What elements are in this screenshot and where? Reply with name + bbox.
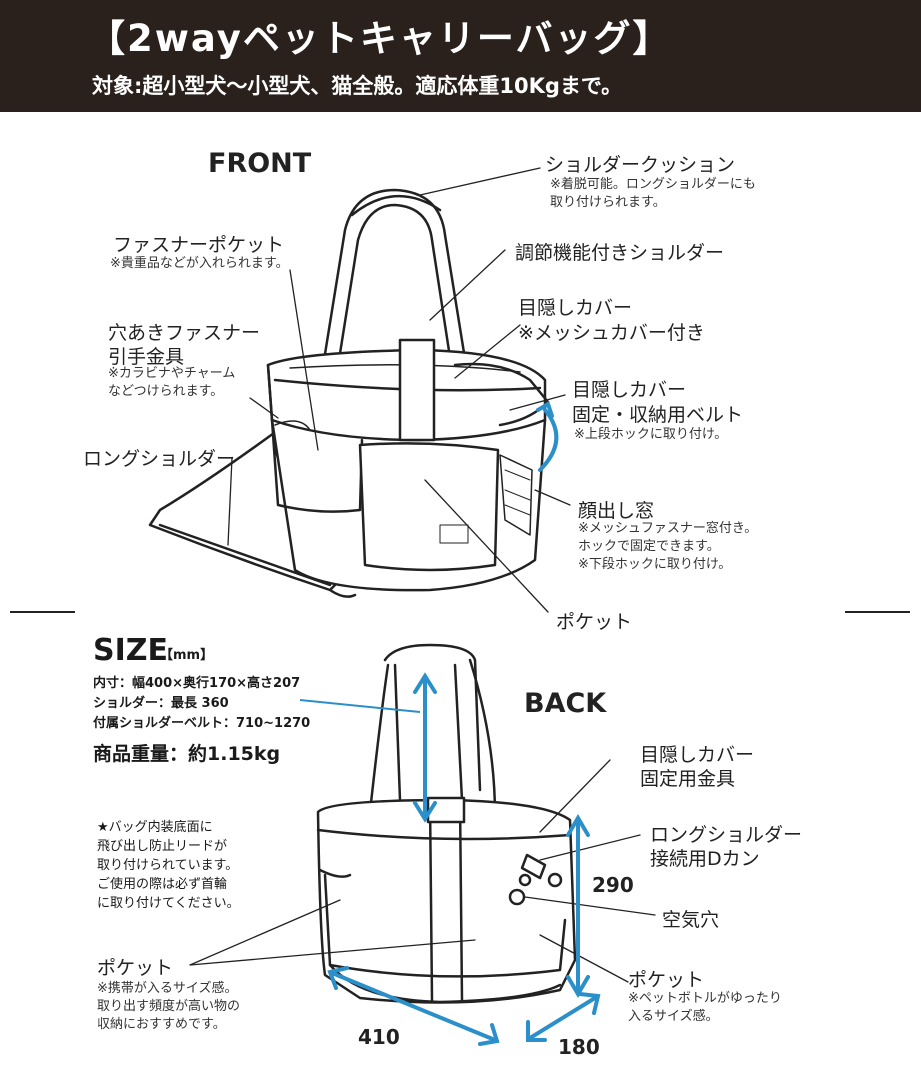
label-face-window: 顔出し窓 (578, 500, 655, 522)
leader-lines (189, 167, 656, 983)
notice-line: ★バッグ内装底面に (97, 820, 213, 835)
label-pocket-left: ポケット (97, 957, 174, 979)
label-blind-cover: 目隠しカバー (518, 297, 633, 319)
size-unit: 【mm】 (160, 648, 214, 663)
note-face-window-2: ホックで固定できます。 (578, 539, 720, 554)
size-belt: 付属ショルダーベルト：710~1270 (93, 716, 311, 731)
note-zipper-pull-2: などつけられます。 (108, 384, 224, 399)
note-pocket-left-2: 取り出す頻度が高い物の (97, 999, 241, 1014)
notice-line: 取り付けられています。 (97, 858, 239, 873)
size-shoulder: ショルダー：最長 360 (93, 696, 229, 711)
label-zipper-pull-1: 穴あきファスナー (108, 322, 261, 344)
header-banner: 【2wayペットキャリーバッグ】 対象:超小型犬〜小型犬、猫全般。適応体重10K… (0, 0, 921, 112)
label-pocket-front: ポケット (556, 611, 633, 633)
front-heading: FRONT (208, 148, 312, 179)
label-pocket-right: ポケット (628, 969, 705, 991)
label-adjustable-shoulder: 調節機能付きショルダー (515, 242, 725, 264)
product-weight: 商品重量：約1.15kg (93, 743, 281, 765)
label-cover-fitting-2: 固定用金具 (640, 768, 736, 790)
notice-line: ご使用の際は必ず首輪 (97, 877, 228, 892)
notice-block: ★バッグ内装底面に 飛び出し防止リードが 取り付けられています。 ご使用の際は必… (97, 818, 240, 913)
notice-line: 飛び出し防止リードが (97, 839, 228, 854)
label-zipper-pocket: ファスナーポケット (113, 234, 285, 256)
label-shoulder-cushion: ショルダークッション (545, 154, 736, 176)
note-blind-cover: ※メッシュカバー付き (518, 322, 705, 344)
dim-width: 410 (358, 1025, 400, 1049)
size-heading: SIZE (93, 633, 169, 668)
dimension-arrows (327, 401, 601, 1046)
note-zipper-pull-1: ※カラビナやチャーム (108, 366, 236, 381)
label-cover-belt-1: 目隠しカバー (572, 379, 687, 401)
dim-depth: 180 (558, 1035, 600, 1059)
note-pocket-right-1: ※ペットボトルがゆったり (628, 991, 782, 1006)
note-cover-belt: ※上段ホックに取り付け。 (574, 427, 728, 442)
back-bag-illustration (316, 643, 577, 1004)
note-pocket-left-3: 収納におすすめです。 (97, 1017, 226, 1032)
notice-line: に取り付けてください。 (97, 896, 240, 911)
dim-height: 290 (592, 873, 634, 897)
label-long-shoulder: ロングショルダー (83, 448, 236, 470)
note-pocket-right-2: 入るサイズ感。 (628, 1009, 719, 1024)
label-dring-1: ロングショルダー (650, 824, 803, 846)
label-cover-fitting-1: 目隠しカバー (640, 744, 755, 766)
label-dring-2: 接続用Dカン (650, 848, 760, 870)
note-shoulder-cushion-1: ※着脱可能。ロングショルダーにも (550, 177, 756, 192)
note-face-window-1: ※メッシュファスナー窓付き。 (578, 521, 758, 536)
note-shoulder-cushion-2: 取り付けられます。 (550, 195, 666, 210)
note-zipper-pocket: ※貴重品などが入れられます。 (110, 256, 289, 271)
page-title: 【2wayペットキャリーバッグ】 (88, 17, 672, 60)
back-heading: BACK (524, 688, 607, 719)
label-cover-belt-2: 固定・収納用ベルト (572, 404, 744, 426)
note-face-window-3: ※下段ホックに取り付け。 (578, 557, 732, 572)
label-zipper-pull-2: 引手金具 (108, 346, 185, 368)
page-subtitle: 対象:超小型犬〜小型犬、猫全般。適応体重10Kgまで。 (92, 74, 623, 98)
front-bag-illustration (148, 188, 550, 598)
size-inner: 内寸：幅400×奥行170×高さ207 (93, 676, 301, 691)
note-pocket-left-1: ※携帯が入るサイズ感。 (97, 981, 238, 996)
label-air-hole: 空気穴 (662, 909, 720, 931)
